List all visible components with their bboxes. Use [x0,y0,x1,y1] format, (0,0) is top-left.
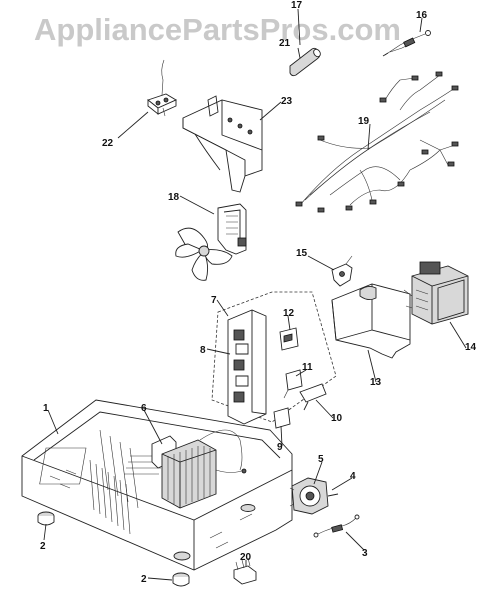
part-2-foot-bottom[interactable] [172,572,190,587]
callout-1: 1 [43,403,49,414]
callout-11: 11 [302,362,313,373]
callout-3: 3 [362,548,368,559]
callout-17: 17 [291,0,303,11]
part-3-diode[interactable] [313,514,360,538]
callout-22: 22 [102,138,114,149]
interlock-assembly-outline [211,291,337,423]
callout-20: 20 [240,552,252,563]
part-21-tube[interactable] [289,47,322,77]
callout-21: 21 [279,38,291,49]
callout-16: 16 [416,10,428,21]
part-2-foot-left[interactable] [37,511,55,526]
callout-12: 12 [283,308,295,319]
callout-8: 8 [200,345,206,356]
part-18-fan-motor[interactable] [175,203,247,281]
part-19-wire-harness[interactable] [295,71,459,213]
part-6-capacitor-heatsink[interactable] [151,429,247,509]
callout-15: 15 [296,248,308,259]
callout-23: 23 [281,96,293,107]
part-10-lever[interactable] [299,383,327,411]
callout-18: 18 [168,192,180,203]
part-20-connector[interactable] [233,557,257,585]
part-16-wire-connector[interactable] [382,30,431,57]
part-4-5-magnetron[interactable] [289,477,339,515]
callout-5: 5 [318,454,324,465]
callout-2-bottom: 2 [141,574,147,585]
callout-2-left: 2 [40,541,46,552]
callout-9: 9 [277,442,283,453]
callout-7: 7 [211,295,217,306]
callout-labels: 17 16 21 22 23 19 18 15 7 12 8 14 11 13 … [40,0,477,585]
part-23-air-guide[interactable] [182,95,263,193]
part-22-bracket[interactable] [147,59,177,117]
part-14-transformer[interactable] [403,261,469,325]
part-12-switch[interactable] [279,327,299,351]
watermark-text: AppliancePartsPros.com [34,12,401,47]
callout-13: 13 [370,377,382,388]
leader-lines [43,8,467,581]
part-8-latch-board[interactable] [227,309,267,425]
callout-6: 6 [141,403,147,414]
part-9-switch[interactable] [273,407,291,429]
callout-4: 4 [350,471,356,482]
callout-10: 10 [331,413,343,424]
part-13-duct-cover[interactable] [331,283,411,359]
part-15-thermal[interactable] [331,255,353,287]
part-1-base-plate[interactable] [21,399,293,571]
callout-19: 19 [358,116,370,127]
callout-14: 14 [465,342,477,353]
